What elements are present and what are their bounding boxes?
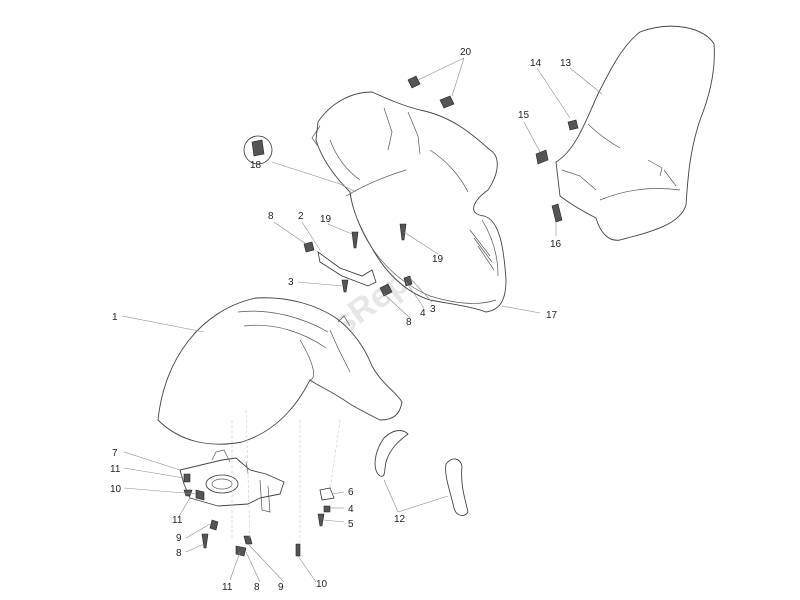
front-mudguard (157, 297, 403, 445)
callout-8: 8 (268, 211, 274, 222)
inner-leg-shield (311, 91, 507, 313)
callout-14: 14 (530, 58, 542, 69)
callout-12: 12 (394, 514, 406, 525)
callout-4: 4 (348, 504, 354, 515)
callout-9: 9 (176, 533, 182, 544)
callout-8: 8 (176, 548, 182, 559)
leader-lines (121, 57, 603, 583)
callout-18: 18 (250, 160, 262, 171)
bracket-2 (303, 241, 377, 287)
callout-16: 16 (550, 239, 562, 250)
callout-15: 15 (518, 110, 530, 121)
callout-3: 3 (288, 277, 294, 288)
callout-19: 19 (432, 254, 444, 265)
hardware-clips-20 (407, 75, 455, 109)
callout-1: 1 (112, 312, 118, 323)
rear-splash-panel (555, 25, 715, 241)
hose-left (374, 430, 409, 477)
callout-3: 3 (430, 304, 436, 315)
clip-18 (243, 135, 273, 165)
callout-19: 19 (320, 214, 332, 225)
callout-10: 10 (110, 484, 122, 495)
callout-5: 5 (348, 519, 354, 530)
callout-9: 9 (278, 582, 284, 593)
callout-13: 13 (560, 58, 572, 69)
callout-11: 11 (172, 515, 183, 526)
callout-4: 4 (420, 308, 426, 319)
callout-6: 6 (348, 487, 354, 498)
callout-7: 7 (112, 448, 118, 459)
callout-10: 10 (316, 579, 328, 590)
callout-2: 2 (298, 211, 304, 222)
callout-17: 17 (546, 310, 558, 321)
callout-8: 8 (254, 582, 260, 593)
callout-11: 11 (110, 464, 121, 475)
screws-top-center (341, 223, 413, 297)
screws-lower (183, 473, 335, 557)
callout-8: 8 (406, 317, 412, 328)
callout-20: 20 (460, 47, 472, 58)
callout-labels: 1 2 3 3 4 4 5 6 7 8 8 8 8 9 9 10 10 11 1… (110, 47, 572, 593)
assembly-guide (231, 409, 341, 544)
hose-right (445, 458, 469, 516)
screws-rear-panel (535, 119, 579, 223)
callout-11: 11 (222, 582, 233, 593)
